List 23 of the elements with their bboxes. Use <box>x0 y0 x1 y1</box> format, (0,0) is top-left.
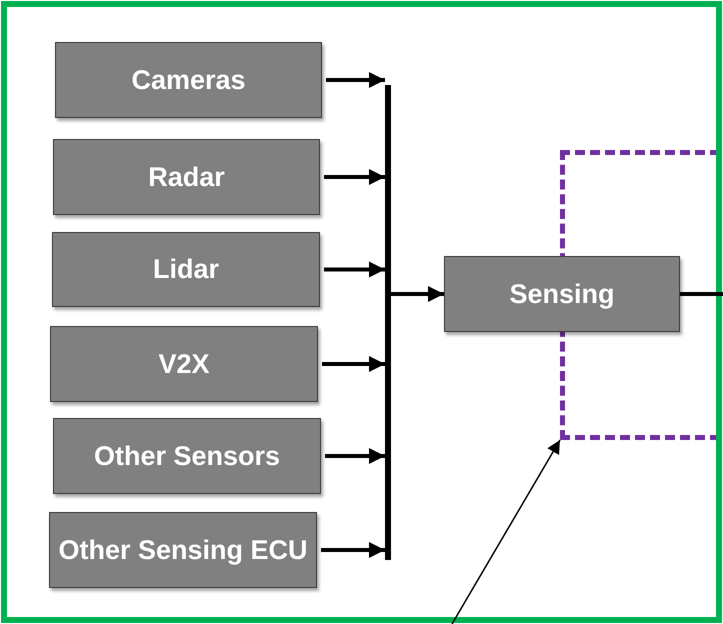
box-label: Cameras <box>131 64 246 96</box>
leader-line <box>451 440 561 624</box>
arrow <box>324 169 385 185</box>
box-label: V2X <box>158 348 210 380</box>
sensor-box <box>53 418 321 494</box>
arrow <box>321 542 385 558</box>
sensor-box <box>55 42 322 118</box>
box-label: Radar <box>148 162 225 192</box>
sensor-box <box>52 232 320 307</box>
box-label: Other Sensors <box>94 440 280 472</box>
box-label: Other Sensing ECU <box>58 534 308 566</box>
arrow <box>391 286 444 302</box>
arrow <box>326 72 385 88</box>
arrow <box>324 262 385 278</box>
arrow <box>322 356 385 372</box>
sensor-box <box>49 512 317 588</box>
box-label: Lidar <box>152 254 219 285</box>
process-box <box>444 256 680 332</box>
sensor-box <box>50 326 318 402</box>
arrow <box>325 448 385 464</box>
box-label: Sensing <box>509 278 615 310</box>
sensor-box <box>53 139 320 215</box>
bus-bar <box>385 85 391 560</box>
